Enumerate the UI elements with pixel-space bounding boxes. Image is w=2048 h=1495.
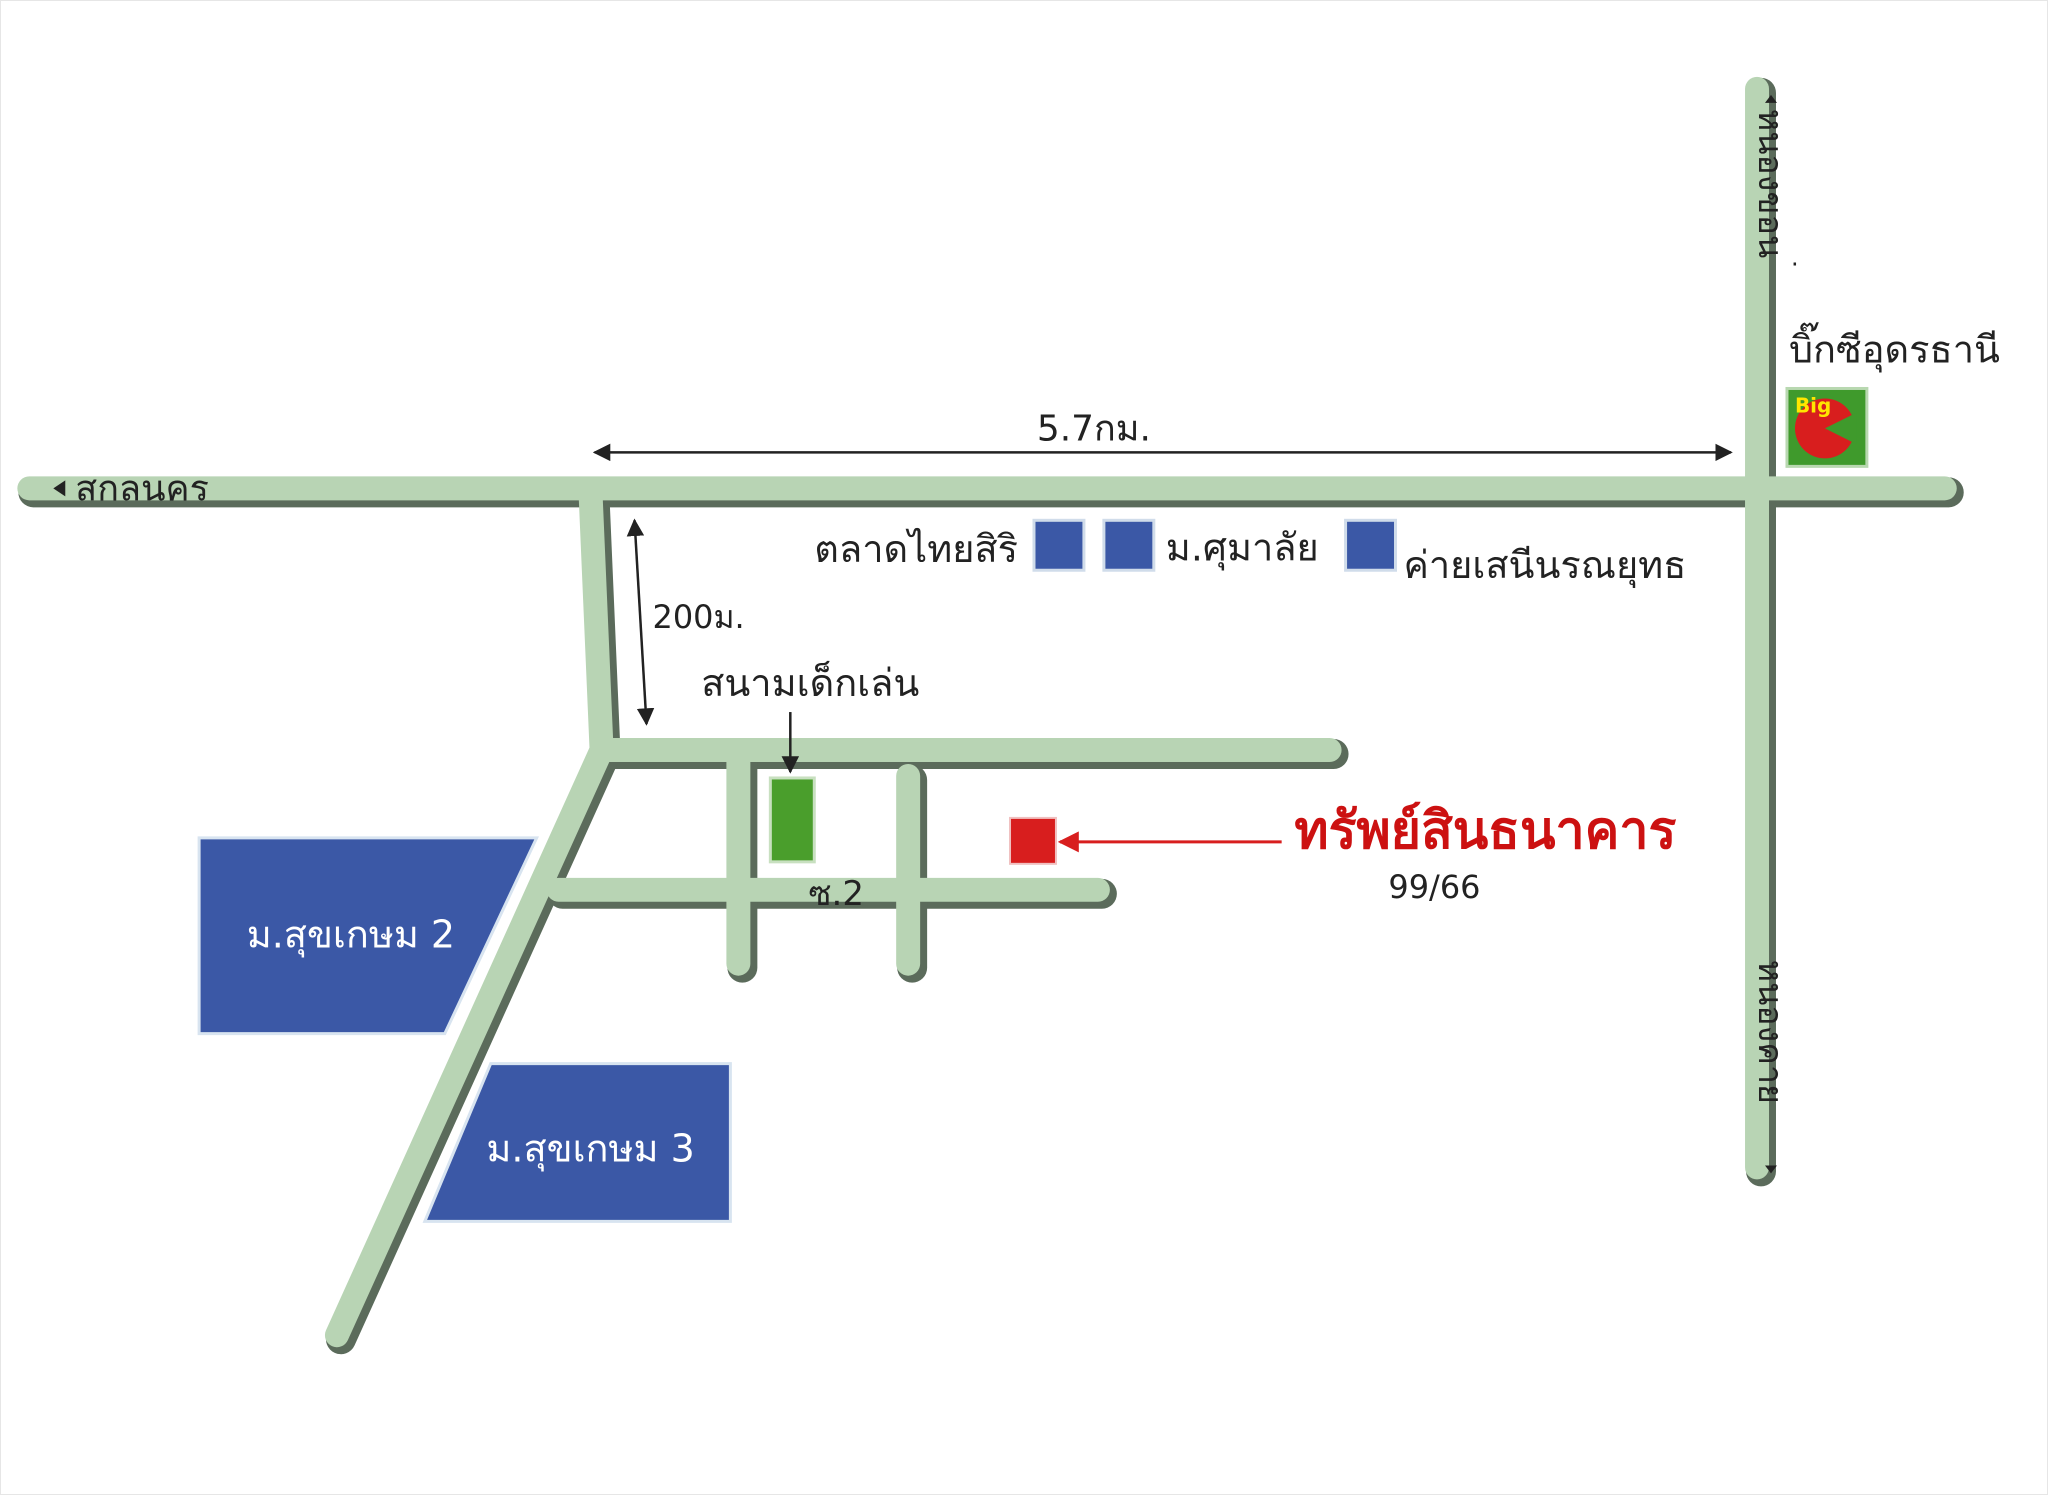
bigc-label: บิ๊กซีอุดรธานี <box>1789 323 2000 373</box>
market-marker <box>1032 518 1086 572</box>
highway-north-label-group: หนองขอน <box>1750 94 1790 258</box>
playground-label: สนามเด็กเล่น <box>701 660 919 705</box>
bigc-dot: · <box>1791 251 1799 279</box>
road-network <box>17 76 1957 1348</box>
village-block-2 <box>197 836 540 1036</box>
property-address: 99/66 <box>1388 868 1480 906</box>
bigc-logo: Big <box>1785 386 1869 468</box>
village-block-3 <box>422 1062 732 1223</box>
highway-north-label: หนองขอน <box>1750 109 1790 258</box>
soi-2-label: ซ.2 <box>809 874 864 914</box>
bigc-logo-text: Big <box>1795 393 1831 417</box>
side-road-distance-label: 200ม. <box>652 598 744 636</box>
property-name: ทรัพย์สินธนาคาร <box>1294 801 1676 861</box>
west-direction-arrow <box>53 480 66 497</box>
diagonal-road <box>324 738 614 1348</box>
highway-south-label: หนองคาย <box>1750 960 1790 1104</box>
village-2-label: ม.สุขเกษม 2 <box>247 913 455 958</box>
highway-south-label-group: หนองคาย <box>1750 960 1790 1174</box>
playground-marker <box>768 776 816 864</box>
side-road-200m <box>578 482 614 762</box>
market-label: ตลาดไทยสิริ <box>814 527 1018 571</box>
camp-label: ค่ายเสนีนรณยุทธ <box>1403 543 1686 588</box>
village-sumalai-label: ม.ศุมาลัย <box>1166 525 1319 570</box>
village-3-label: ม.สุขเกษม 3 <box>486 1126 694 1171</box>
property-marker <box>1009 816 1057 865</box>
side-road-distance-arrow <box>626 518 655 726</box>
main-road-distance-label: 5.7กม. <box>1037 408 1151 449</box>
main-road-west-label: สกลนคร <box>75 468 209 509</box>
village-sumalai-marker <box>1102 518 1156 572</box>
camp-marker <box>1344 518 1398 572</box>
